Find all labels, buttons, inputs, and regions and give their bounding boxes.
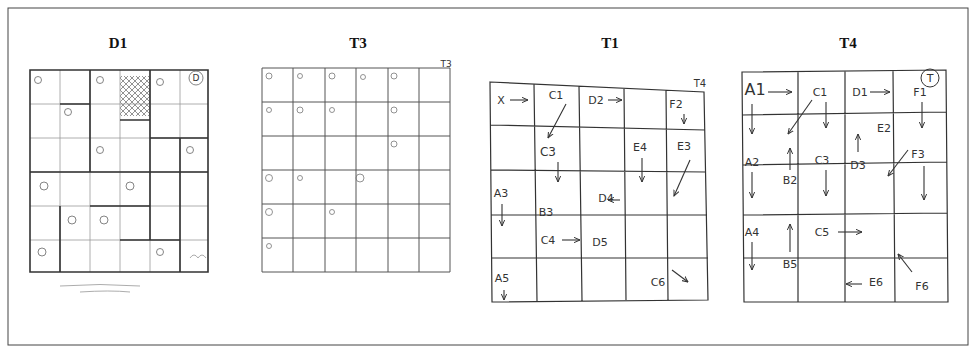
cell-label: C1 [549, 90, 564, 101]
corner-mark: T [927, 73, 934, 84]
cell-label: C4 [541, 235, 556, 246]
cell-label: E6 [869, 277, 883, 288]
t1-grid [490, 82, 708, 302]
cell-label: B5 [783, 259, 798, 270]
panel-title: T1 [601, 36, 619, 51]
panel-title: D1 [109, 36, 127, 51]
cell-label: C3 [540, 146, 556, 158]
cell-label: F6 [915, 281, 928, 292]
corner-mark: D [193, 74, 200, 83]
corner-mark: T4 [694, 79, 706, 89]
cell-label: F3 [911, 149, 924, 160]
cell-label: B2 [783, 175, 798, 186]
cell-label: B3 [539, 207, 554, 218]
cell-label: A2 [745, 157, 760, 168]
cell-label: E4 [633, 142, 647, 153]
cell-label: C5 [815, 227, 830, 238]
cell-label: E2 [877, 123, 891, 134]
cell-label: F2 [669, 99, 682, 110]
corner-mark: T3 [440, 60, 451, 69]
cell-label: A3 [494, 188, 509, 199]
panel-title: T3 [349, 36, 367, 51]
d1-grid [30, 70, 208, 292]
cell-label: D1 [852, 87, 867, 98]
cell-label: D5 [592, 237, 607, 248]
panel-title: T4 [839, 36, 857, 51]
cell-label: C6 [651, 277, 666, 288]
cell-label: C3 [815, 155, 830, 166]
cell-label: A1 [744, 82, 765, 98]
cell-label: A5 [495, 273, 510, 284]
cell-label: D4 [598, 193, 613, 204]
cell-label: C1 [813, 87, 828, 98]
cell-label: D2 [588, 95, 603, 106]
cell-label: F1 [913, 87, 926, 98]
t4-grid [742, 69, 948, 302]
cell-label: D3 [850, 160, 865, 171]
cell-label: X [497, 95, 505, 106]
cell-label: A4 [745, 227, 760, 238]
cell-label: E3 [677, 141, 691, 152]
t3-grid [262, 68, 450, 272]
